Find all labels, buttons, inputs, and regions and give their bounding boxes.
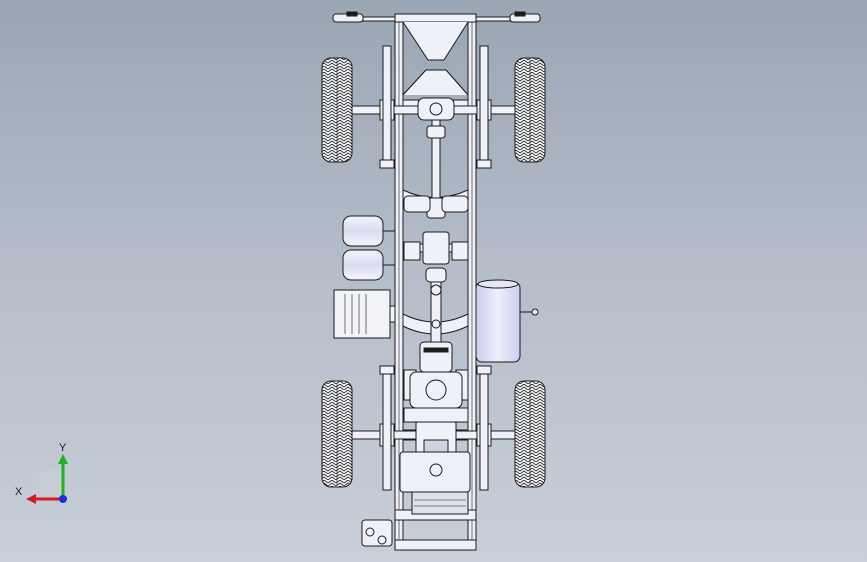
air-tanks — [342, 215, 395, 281]
triad-y-label: Y — [59, 442, 67, 454]
chassis-model[interactable] — [321, 11, 546, 551]
transfer-case — [399, 451, 471, 515]
tire-rear-left — [321, 380, 353, 488]
tire-front-left — [321, 57, 353, 163]
front-mirror-arms — [332, 11, 541, 23]
tire-rear-right — [514, 380, 546, 488]
reference-triad — [26, 454, 68, 504]
engine-assembly — [403, 341, 469, 423]
battery-box — [333, 289, 396, 339]
rear-radiator — [361, 519, 393, 547]
tire-front-right — [514, 57, 546, 163]
fuel-tank — [475, 279, 539, 363]
drive-shaft — [422, 119, 450, 343]
rear-axle — [351, 369, 521, 491]
triad-x-label: X — [15, 486, 23, 498]
